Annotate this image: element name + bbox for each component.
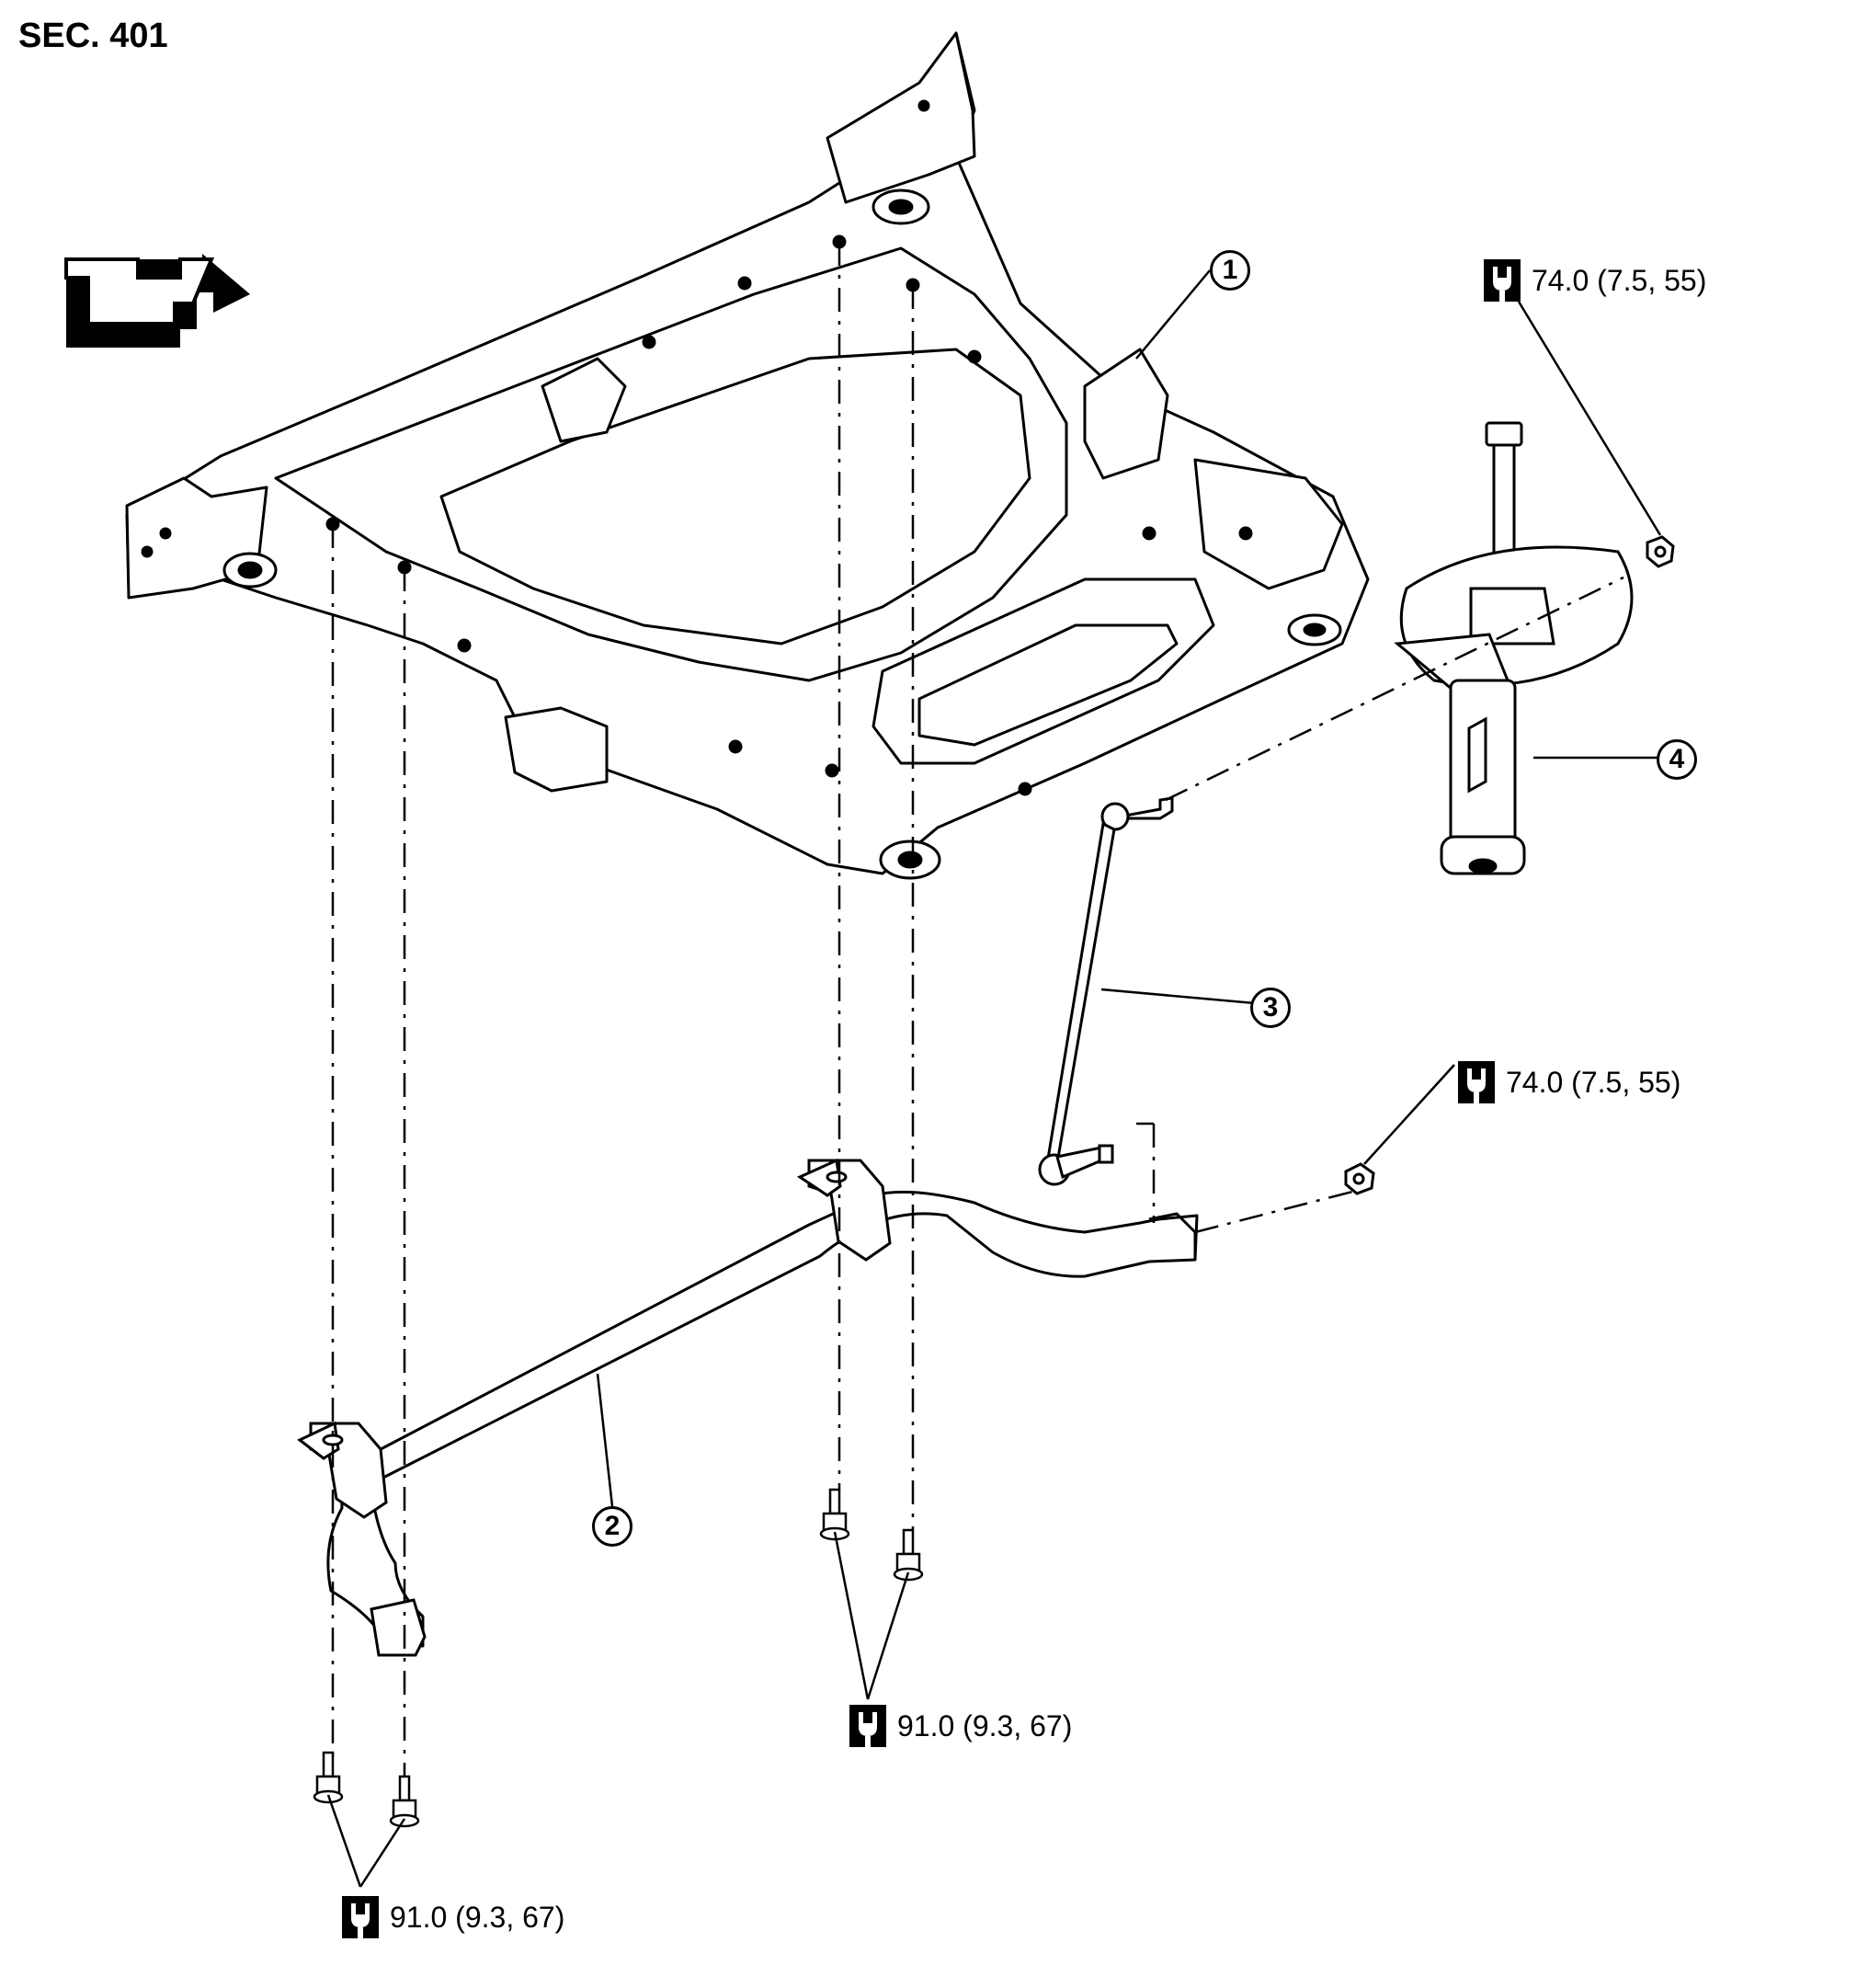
strut-nut-torque: 74.0 (7.5, 55) bbox=[1484, 259, 1706, 302]
stabilizer-bar bbox=[326, 1190, 1199, 1648]
mounting-bolt bbox=[313, 1751, 344, 1804]
part-callout-2: 2 bbox=[592, 1506, 632, 1547]
left-bolts-torque: 91.0 (9.3, 67) bbox=[342, 1896, 564, 1938]
torque-value: 91.0 (9.3, 67) bbox=[897, 1708, 1073, 1742]
front-direction-arrow-icon bbox=[64, 254, 250, 348]
part-callout-1: 1 bbox=[1210, 250, 1250, 291]
mounting-bolt bbox=[819, 1488, 850, 1541]
part-callout-3: 3 bbox=[1250, 988, 1291, 1028]
torque-wrench-icon bbox=[342, 1896, 379, 1938]
front-suspension-member bbox=[125, 31, 1370, 880]
assembly-reference-lines bbox=[331, 242, 1624, 1778]
torque-wrench-icon bbox=[1484, 259, 1521, 302]
torque-wrench-icon bbox=[849, 1705, 886, 1747]
link-nut-torque: 74.0 (7.5, 55) bbox=[1458, 1061, 1680, 1103]
leader-lines bbox=[326, 269, 1664, 1888]
link-nut bbox=[1344, 1162, 1375, 1195]
front-strut-assembly bbox=[1394, 421, 1634, 875]
stabilizer-bushing bbox=[370, 1598, 427, 1657]
torque-value: 74.0 (7.5, 55) bbox=[1506, 1065, 1681, 1099]
stabilizer-connecting-rod bbox=[1038, 796, 1174, 1186]
section-title: SEC. 401 bbox=[18, 17, 168, 55]
strut-nut bbox=[1646, 535, 1675, 568]
torque-value: 91.0 (9.3, 67) bbox=[390, 1900, 565, 1934]
mounting-bolt bbox=[389, 1775, 420, 1828]
part-callout-4: 4 bbox=[1657, 739, 1697, 780]
mounting-bolt bbox=[893, 1528, 924, 1582]
center-bolts-torque: 91.0 (9.3, 67) bbox=[849, 1705, 1072, 1747]
torque-value: 74.0 (7.5, 55) bbox=[1532, 263, 1707, 297]
torque-wrench-icon bbox=[1458, 1061, 1495, 1103]
